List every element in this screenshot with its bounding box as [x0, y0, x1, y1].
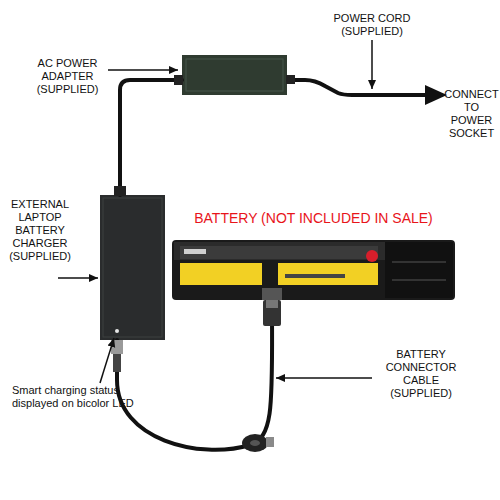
callout-label: CONNECT TO POWER SOCKET — [443, 88, 500, 140]
battery-badge — [366, 250, 378, 262]
ferrite-core — [242, 434, 268, 452]
charger-plug — [111, 340, 123, 354]
cable — [120, 80, 182, 195]
node-label: EXTERNAL LAPTOP BATTERY CHARGER (SUPPLIE… — [0, 198, 80, 263]
battery-logo — [184, 249, 206, 254]
callout-label: POWER CORD (SUPPLIED) — [327, 12, 417, 38]
callout-label: BATTERY CONNECTOR CABLE (SUPPLIED) — [375, 348, 467, 400]
plug-sleeve — [113, 354, 121, 372]
strain-relief — [174, 75, 183, 85]
leader-arrow — [371, 40, 373, 89]
power-cord — [295, 80, 428, 95]
battery-sticker — [278, 263, 378, 285]
charger-edge — [103, 198, 162, 337]
battery-socket — [262, 288, 282, 300]
callout-label: Smart charging status displayed on bicol… — [12, 384, 137, 410]
adapter-edge — [186, 59, 283, 91]
battery-sticker — [180, 263, 262, 285]
edge-layer — [117, 80, 272, 450]
leader-arrow — [276, 377, 372, 379]
battery-end — [385, 242, 453, 298]
battery-barcode — [285, 274, 345, 278]
plug-pins — [266, 300, 278, 308]
ferrite-hole — [250, 440, 260, 446]
strain-relief — [286, 75, 295, 84]
node-label: BATTERY (NOT INCLUDED IN SALE) — [172, 210, 455, 227]
battery-pack: BATTERY (NOT INCLUDED IN SALE) — [172, 240, 455, 300]
power-adapter: AC POWER ADAPTER (SUPPLIED) — [182, 55, 287, 95]
cable — [117, 300, 272, 450]
leader-arrow — [58, 277, 98, 279]
charger-box: EXTERNAL LAPTOP BATTERY CHARGER (SUPPLIE… — [100, 195, 165, 340]
leader-arrow — [108, 69, 178, 71]
battery-groove — [392, 261, 446, 263]
ferrite-clip — [266, 437, 274, 447]
battery-groove — [392, 279, 446, 281]
battery-print — [180, 246, 378, 259]
battery-top — [174, 242, 453, 260]
status-led — [115, 329, 119, 333]
battery-plug — [263, 300, 281, 326]
node-label: AC POWER ADAPTER (SUPPLIED) — [30, 57, 105, 96]
strain-relief — [114, 186, 126, 196]
leader-arrow — [100, 338, 114, 383]
cord-arrow-head — [425, 85, 447, 105]
